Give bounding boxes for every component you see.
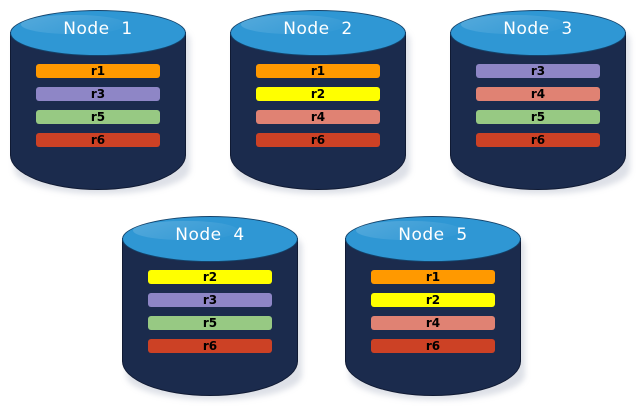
replica-bar-r3[interactable]: r3 [36,87,160,101]
replica-bar-r1[interactable]: r1 [256,64,380,78]
node-label: Node 1 [63,19,133,39]
replica-bar-r2[interactable]: r2 [256,87,380,101]
node-label: Node 5 [398,225,468,245]
replica-list: r3 r4 r5 r6 [450,64,626,147]
replica-bar-r1[interactable]: r1 [36,64,160,78]
replica-bar-r5[interactable]: r5 [476,110,600,124]
replica-bar-r3[interactable]: r3 [476,64,600,78]
replica-bar-r6[interactable]: r6 [476,133,600,147]
replica-bar-r2[interactable]: r2 [148,270,272,284]
replica-list: r1 r3 r5 r6 [10,64,186,147]
replica-bar-r6[interactable]: r6 [371,339,495,353]
replica-bar-r6[interactable]: r6 [256,133,380,147]
replica-list: r1 r2 r4 r6 [230,64,406,147]
node-cylinder-5[interactable]: Node 5 r1 r2 r4 r6 [345,216,525,400]
node-cylinder-2[interactable]: Node 2 r1 r2 r4 r6 [230,10,410,194]
replica-bar-r4[interactable]: r4 [371,316,495,330]
replica-bar-r2[interactable]: r2 [371,293,495,307]
replica-list: r1 r2 r4 r6 [345,270,521,353]
replica-bar-r1[interactable]: r1 [371,270,495,284]
replica-list: r2 r3 r5 r6 [122,270,298,353]
node-cylinder-1[interactable]: Node 1 r1 r3 r5 r6 [10,10,190,194]
node-cylinder-3[interactable]: Node 3 r3 r4 r5 r6 [450,10,630,194]
node-label: Node 3 [503,19,573,39]
replica-bar-r6[interactable]: r6 [36,133,160,147]
replica-bar-r6[interactable]: r6 [148,339,272,353]
replica-bar-r4[interactable]: r4 [476,87,600,101]
replica-bar-r3[interactable]: r3 [148,293,272,307]
node-label: Node 4 [175,225,245,245]
replica-bar-r5[interactable]: r5 [148,316,272,330]
node-cylinder-4[interactable]: Node 4 r2 r3 r5 r6 [122,216,302,400]
replica-bar-r4[interactable]: r4 [256,110,380,124]
node-label: Node 2 [283,19,353,39]
replica-bar-r5[interactable]: r5 [36,110,160,124]
